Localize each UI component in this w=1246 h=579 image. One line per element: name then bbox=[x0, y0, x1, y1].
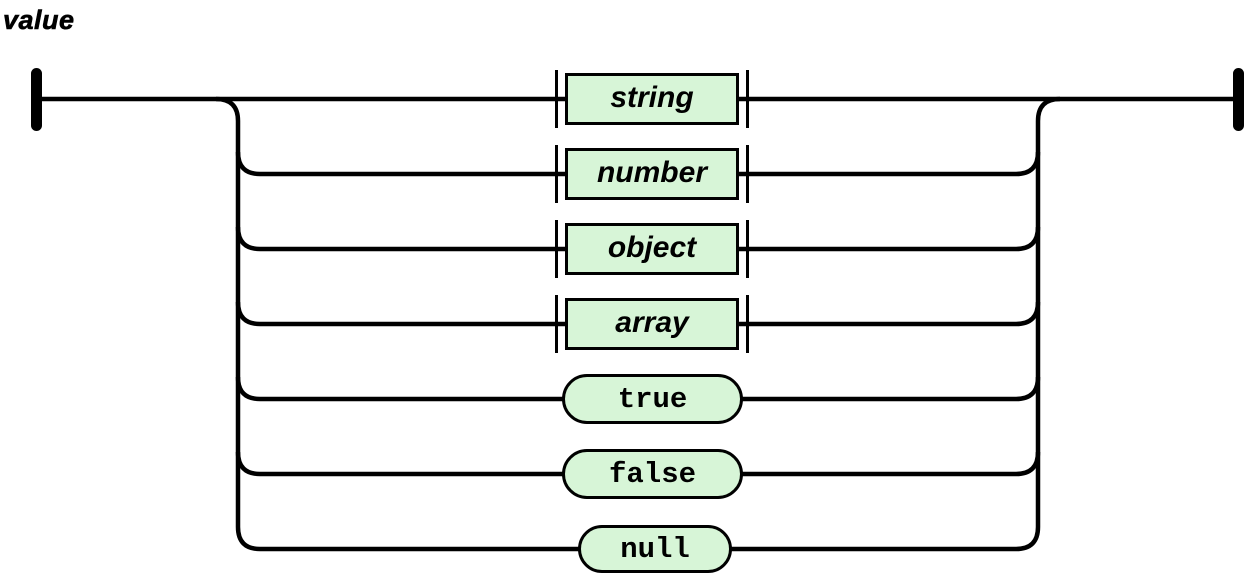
diagram-title: value bbox=[3, 5, 75, 36]
node-object: object bbox=[565, 223, 739, 275]
node-number-label: number bbox=[596, 156, 707, 189]
node-array-label: array bbox=[615, 306, 689, 339]
nonterminal-ticks bbox=[555, 70, 749, 353]
node-number: number bbox=[565, 148, 739, 200]
node-array: array bbox=[565, 298, 739, 350]
node-true: true bbox=[562, 374, 743, 424]
node-object-label: object bbox=[607, 231, 697, 264]
left-branch-line bbox=[215, 96, 241, 527]
node-string: string bbox=[565, 73, 739, 125]
node-null-label: null bbox=[620, 532, 690, 566]
node-null: null bbox=[578, 525, 732, 573]
node-false: false bbox=[562, 449, 743, 499]
right-merge-line bbox=[1035, 96, 1061, 527]
node-true-label: true bbox=[617, 382, 688, 416]
start-terminal-icon bbox=[31, 68, 42, 131]
node-false-label: false bbox=[608, 457, 696, 491]
end-terminal-icon bbox=[1233, 68, 1244, 131]
node-string-label: string bbox=[610, 81, 694, 114]
